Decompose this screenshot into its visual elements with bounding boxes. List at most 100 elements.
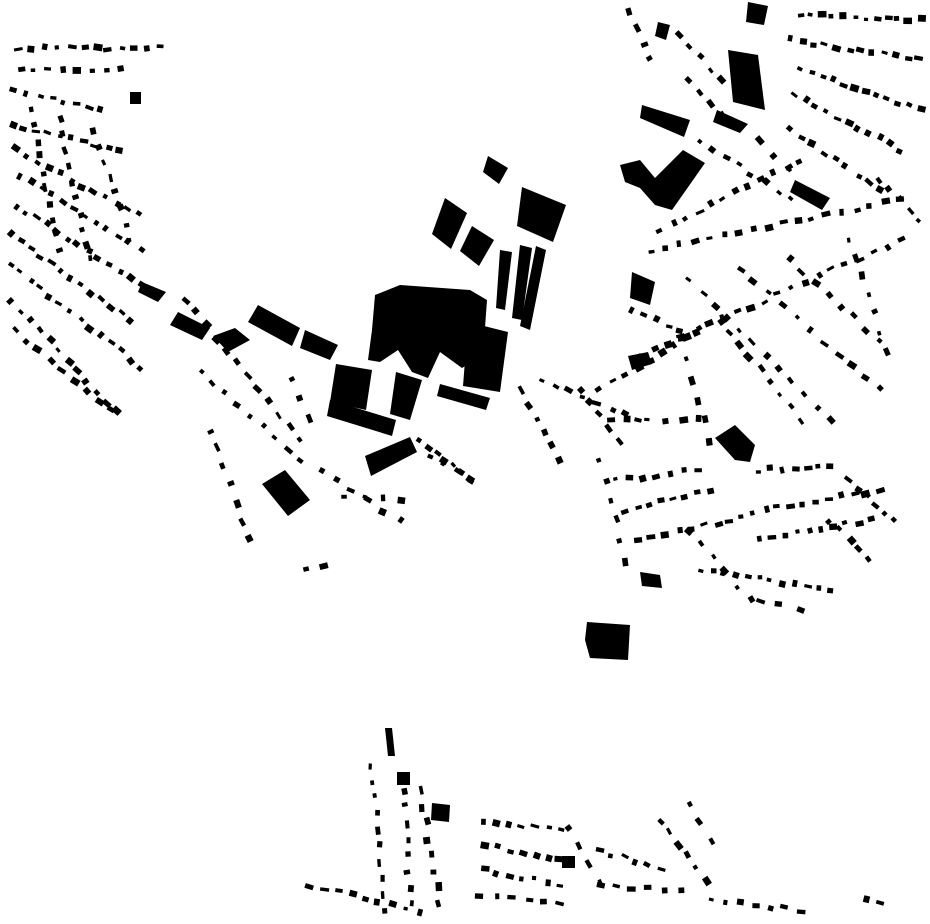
building (81, 44, 90, 51)
building (288, 375, 296, 383)
building (58, 197, 68, 207)
building (863, 129, 872, 138)
building (428, 850, 435, 858)
building (61, 146, 69, 156)
building (596, 881, 606, 889)
building (15, 172, 23, 181)
building (646, 534, 656, 540)
building (724, 518, 734, 524)
building (884, 15, 893, 21)
building (696, 138, 703, 145)
building (725, 328, 734, 337)
building (377, 858, 382, 868)
building (97, 294, 106, 303)
building (681, 466, 687, 473)
building (815, 463, 821, 469)
building (697, 539, 705, 548)
building (415, 436, 423, 444)
building (790, 91, 798, 99)
building (591, 400, 602, 407)
building (94, 397, 105, 407)
building (762, 351, 772, 361)
building (138, 245, 146, 254)
building (786, 376, 795, 385)
building (757, 363, 766, 373)
building (782, 532, 789, 539)
building (181, 296, 191, 306)
building (110, 187, 119, 195)
building (795, 158, 803, 166)
building (796, 66, 803, 72)
building (683, 850, 692, 859)
building (854, 485, 863, 494)
building (706, 487, 715, 495)
building (6, 296, 15, 306)
building (213, 442, 221, 452)
building (397, 496, 406, 505)
building (43, 66, 52, 71)
building (59, 99, 66, 106)
building (207, 428, 215, 435)
building (834, 351, 845, 360)
building (855, 256, 865, 264)
building (711, 553, 717, 560)
building (755, 597, 766, 605)
building (645, 501, 653, 509)
building (318, 562, 329, 571)
building (35, 253, 44, 261)
building (694, 396, 702, 406)
building (102, 46, 112, 53)
building (846, 237, 851, 243)
building (539, 898, 547, 905)
building (83, 323, 95, 334)
building (824, 497, 834, 502)
building (615, 437, 624, 446)
building (77, 211, 86, 219)
building (64, 356, 76, 367)
building (28, 277, 36, 285)
building (840, 161, 849, 170)
building (505, 872, 515, 881)
building (41, 43, 48, 51)
building (93, 219, 100, 227)
building (715, 425, 755, 462)
building (125, 272, 136, 283)
building (855, 520, 865, 528)
building (27, 244, 36, 252)
building (300, 330, 338, 360)
building (816, 271, 824, 279)
building (806, 527, 814, 534)
building (43, 219, 53, 228)
building (585, 622, 630, 660)
building (463, 322, 508, 392)
building (820, 150, 829, 158)
building (749, 510, 755, 516)
building (862, 895, 871, 904)
building (156, 44, 164, 49)
building (621, 557, 629, 567)
building (697, 568, 704, 574)
building (640, 41, 649, 48)
building (491, 818, 501, 828)
building (686, 800, 693, 808)
building (705, 437, 713, 446)
building (660, 531, 670, 539)
building (531, 875, 537, 881)
building (786, 254, 795, 263)
building (796, 909, 806, 915)
building (875, 486, 886, 495)
building (701, 414, 709, 424)
building (100, 159, 107, 166)
building (9, 120, 19, 130)
building (54, 300, 63, 307)
building (22, 210, 28, 217)
building (708, 897, 714, 902)
building (897, 235, 906, 243)
building (418, 803, 425, 813)
building (556, 883, 564, 888)
building (706, 199, 715, 208)
building (634, 362, 645, 373)
building (866, 292, 872, 298)
building (335, 888, 343, 893)
building (722, 899, 728, 906)
